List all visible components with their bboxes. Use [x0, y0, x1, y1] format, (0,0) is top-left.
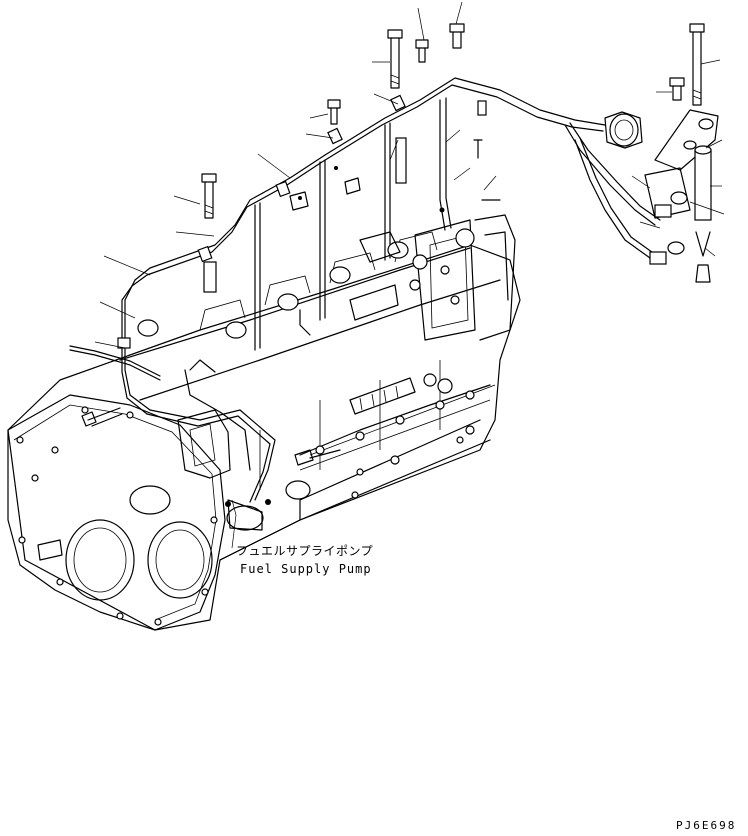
- engine-block: [7, 231, 521, 631]
- fuel-supply-pump-label-jp: フュエルサプライポンプ: [236, 544, 374, 558]
- drawing-code: PJ6E698: [676, 819, 737, 832]
- gear-housing: [7, 394, 226, 631]
- leader-lines: [94, 1, 725, 549]
- fuel-pipe-routing: [69, 77, 661, 503]
- connector-assembly: [473, 109, 719, 283]
- bolts: [81, 23, 705, 466]
- fuel-supply-pump-label-en: Fuel Supply Pump: [240, 562, 372, 576]
- head-fittings: [137, 137, 516, 373]
- fuel-supply-pump: [177, 409, 311, 531]
